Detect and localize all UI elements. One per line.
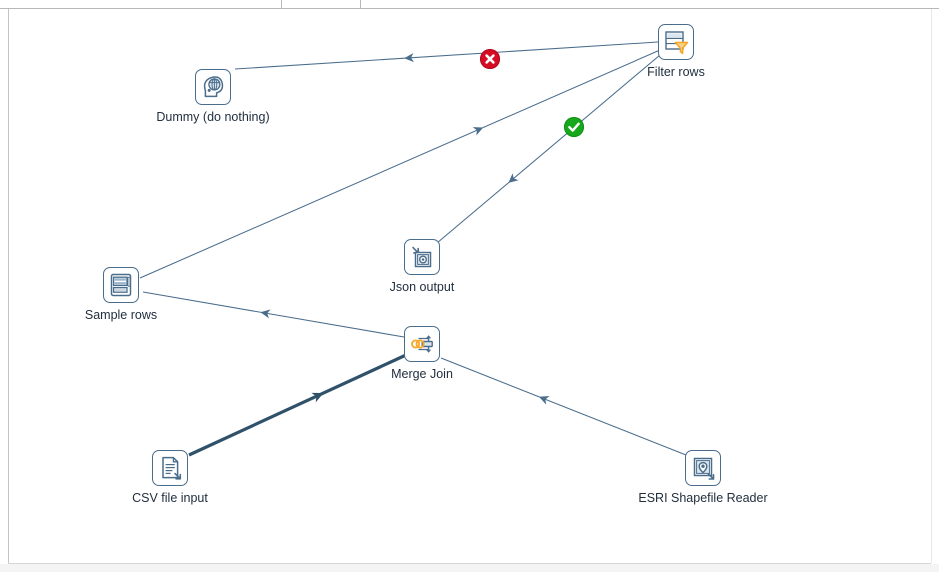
canvas-bottom-shade — [0, 564, 939, 572]
esri-shapefile-icon — [693, 457, 715, 480]
sample-rows-icon — [110, 273, 132, 297]
json-output-icon — [412, 246, 432, 268]
error-icon[interactable] — [480, 49, 500, 69]
node-label-filter-rows: Filter rows — [647, 65, 705, 79]
active-tab-left-edge — [281, 0, 282, 9]
canvas-bottom-border — [8, 563, 931, 564]
success-icon-glyph — [568, 122, 580, 132]
error-icon-glyph — [485, 54, 495, 64]
merge-join-icon — [411, 335, 433, 353]
node-label-sample-rows: Sample rows — [84, 308, 158, 322]
tab-strip-divider — [0, 8, 939, 9]
success-icon[interactable] — [564, 117, 584, 137]
dummy-head-icon — [203, 76, 224, 98]
csv-file-input-icon — [162, 456, 182, 480]
node-label-merge-join: Merge Join — [391, 367, 453, 381]
node-label-csv-file-input: CSV file input — [132, 491, 208, 505]
active-tab-right-edge — [360, 0, 361, 9]
tab-strip — [0, 0, 939, 9]
node-label-esri-shapefile-reader: ESRI Shapefile Reader — [638, 491, 768, 505]
node-label-dummy: Dummy (do nothing) — [156, 110, 270, 124]
node-label-json-output: Json output — [389, 280, 455, 294]
filter-rows-icon — [665, 31, 689, 55]
